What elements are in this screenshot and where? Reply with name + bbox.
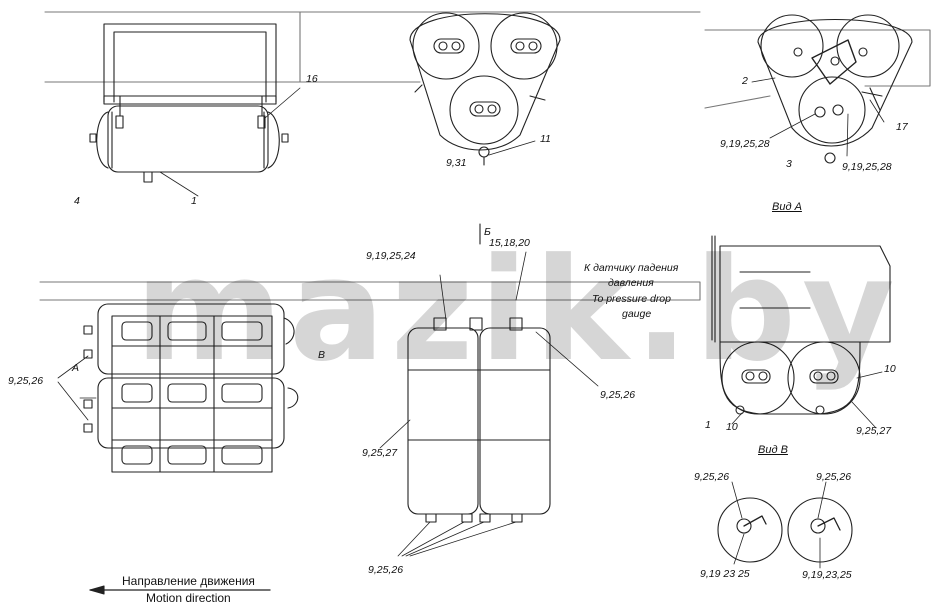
callout-9-25-26-mid: 9,25,26 [600, 389, 636, 401]
callout-9-25-26-vv-right: 9,25,26 [816, 471, 852, 483]
receiver-lower-plan [97, 377, 285, 449]
callout-15-18-20: 15,18,20 [489, 237, 530, 249]
top-middle-end-view [299, 11, 701, 166]
motion-direction-ru: Направление движения [122, 574, 255, 588]
callout-1-right: 1 [705, 419, 711, 431]
callout-9-31: 9,31 [446, 157, 467, 169]
callout-4: 4 [74, 195, 80, 207]
receiver-column-right [479, 327, 551, 515]
receiver-column-left [407, 327, 479, 515]
frame-rail-top [44, 11, 301, 83]
callout-9-25-26-bottom: 9,25,26 [368, 564, 404, 576]
callout-2: 2 [742, 75, 748, 87]
top-left-side-view [44, 11, 301, 197]
receiver-upper-plan [97, 303, 285, 375]
view-a-drawing [704, 14, 931, 164]
arrow-v-label: В [318, 349, 326, 361]
callout-17: 17 [896, 121, 908, 133]
callout-9-25-26-left: 9,25,26 [8, 375, 44, 387]
view-v-drawing [717, 481, 853, 569]
bottom-middle-view [379, 223, 599, 557]
sensor-label-ru-1: К датчику падения [584, 262, 679, 274]
callout-3: 3 [786, 158, 792, 170]
callout-9-19-25-28-left: 9,19,25,28 [720, 138, 770, 150]
callout-10-bottom: 10 [726, 421, 738, 433]
callout-9-25-27-mid: 9,25,27 [362, 447, 398, 459]
bracket-housing [719, 245, 891, 343]
bottom-left-plan-view [39, 281, 701, 473]
callout-9-19-25-24: 9,19,25,24 [366, 250, 416, 262]
receiver-left-cap [96, 111, 109, 169]
callout-16: 16 [306, 73, 318, 85]
sensor-label-en-1: To pressure drop [592, 293, 671, 305]
view-v-title: Вид В [758, 444, 788, 456]
callout-10-right: 10 [884, 363, 896, 375]
callout-11: 11 [540, 133, 551, 145]
callout-9-25-26-vv-left: 9,25,26 [694, 471, 730, 483]
view-a-title: Вид А [772, 201, 802, 213]
drain-valve [143, 171, 153, 183]
callout-9-25-27-right: 9,25,27 [856, 425, 892, 437]
lattice-frame [111, 315, 273, 473]
right-side-view [711, 235, 891, 429]
callout-9-19-23-25-right: 9,19,23,25 [802, 569, 852, 581]
sensor-label-ru-2: давления [608, 277, 654, 289]
bracket-strap [103, 95, 277, 105]
arrow-a-label: A [72, 362, 80, 374]
receiver-tank-side [107, 105, 269, 173]
triple-receiver-outline [409, 13, 561, 151]
motion-direction-en: Motion direction [146, 591, 231, 605]
callout-9-19-25-28-right: 9,19,25,28 [842, 161, 892, 173]
bracket-frame [103, 23, 277, 103]
motion-direction-arrow [89, 585, 271, 595]
section-b-label: Б [484, 226, 491, 238]
callout-9-19-23-25-left: 9,19 23 25 [700, 568, 750, 580]
sensor-label-en-2: gauge [622, 308, 652, 320]
receiver-right-cap [267, 111, 280, 169]
callout-1-top: 1 [191, 195, 197, 207]
view-a-outline [757, 19, 913, 147]
